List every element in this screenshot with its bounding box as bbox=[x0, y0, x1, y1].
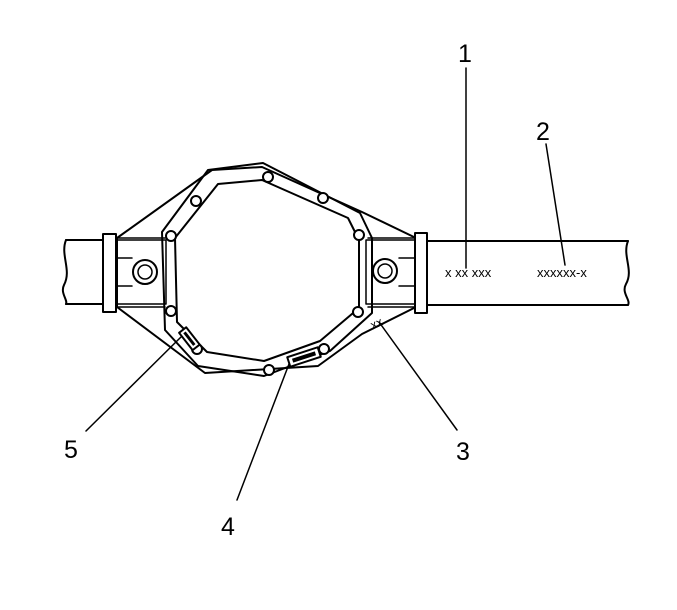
right-mount-bracket bbox=[365, 232, 428, 314]
callout-5: 5 bbox=[64, 436, 78, 464]
left-axle-tube bbox=[61, 239, 109, 305]
axle-code-b: xxxxxx-x bbox=[537, 265, 587, 280]
axle-code-a: x xx xxx bbox=[445, 265, 492, 280]
bolt bbox=[317, 192, 329, 204]
left-mount-bracket bbox=[102, 233, 167, 313]
bolt bbox=[263, 364, 275, 376]
bottom-tag bbox=[286, 346, 322, 368]
bolt bbox=[262, 171, 274, 183]
callout-4: 4 bbox=[221, 513, 235, 541]
tag-plates bbox=[178, 326, 322, 368]
bolt bbox=[190, 195, 202, 207]
callout-1: 1 bbox=[458, 40, 472, 68]
left-tag bbox=[178, 326, 201, 352]
cover-bolts bbox=[165, 171, 365, 376]
bolt bbox=[353, 229, 365, 241]
leader-lines bbox=[85, 67, 566, 501]
bolt bbox=[318, 343, 330, 355]
housing-code: xx bbox=[368, 314, 385, 332]
bolt bbox=[165, 230, 177, 242]
right-axle-tube bbox=[425, 240, 630, 306]
bolt bbox=[352, 306, 364, 318]
bolt bbox=[165, 305, 177, 317]
callout-2: 2 bbox=[536, 118, 550, 146]
callout-3: 3 bbox=[456, 438, 470, 466]
